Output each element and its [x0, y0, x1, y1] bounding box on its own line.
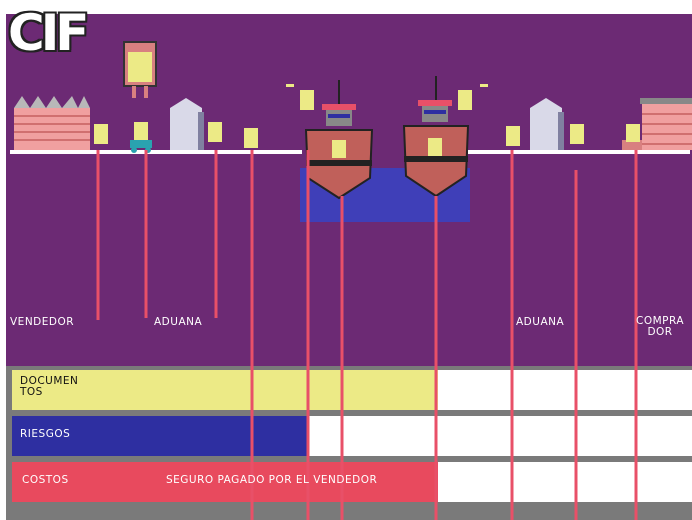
costos-note: SEGURO PAGADO POR EL VENDEDOR	[166, 475, 377, 486]
row-label-riesgos: RIESGOS	[20, 429, 70, 440]
row-label-costos: COSTOS	[22, 475, 69, 486]
label-comprador: COMPRA DOR	[636, 316, 684, 338]
label-aduana-origen: ADUANA	[154, 316, 202, 328]
label-vendedor: VENDEDOR	[10, 316, 74, 328]
label-aduana-destino: ADUANA	[516, 316, 564, 328]
page-title: CIF	[8, 4, 85, 62]
row-label-documentos: DOCUMEN TOS	[20, 376, 78, 398]
